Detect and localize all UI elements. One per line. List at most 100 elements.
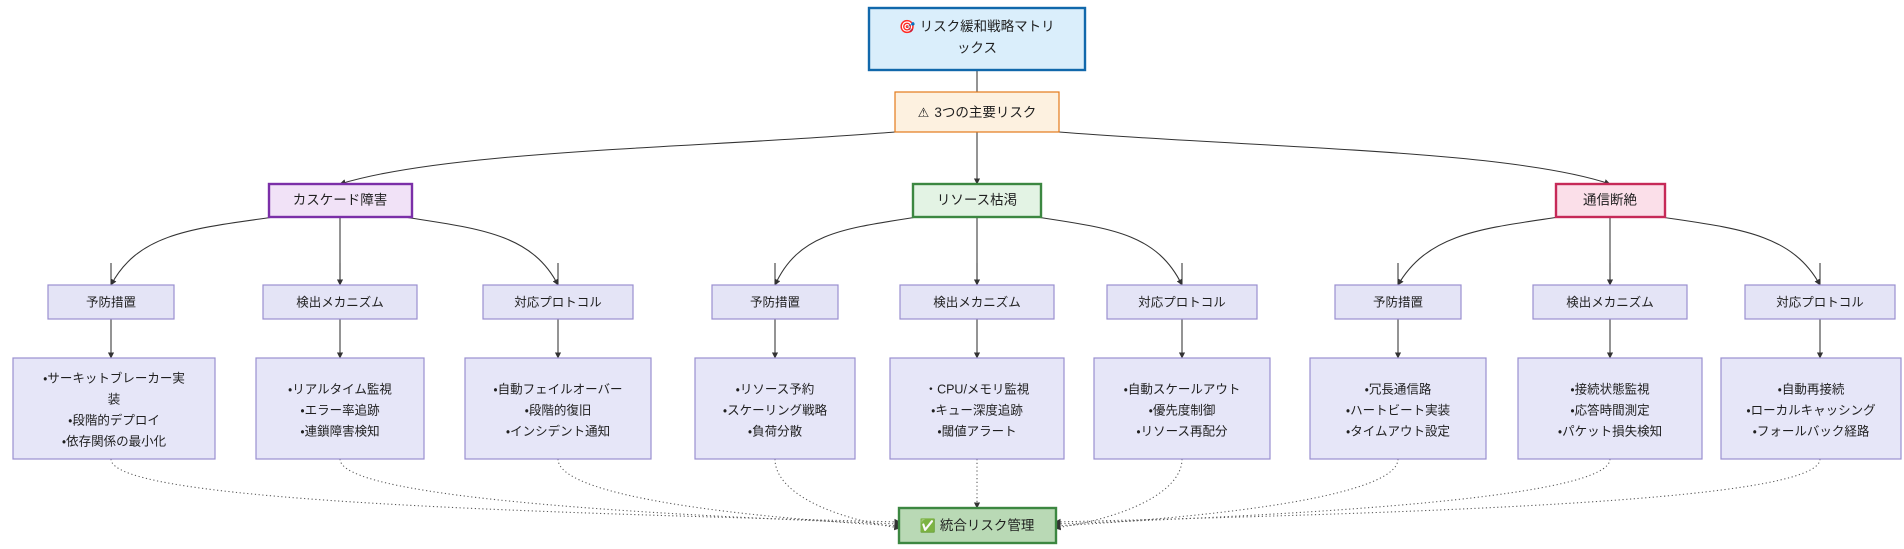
node-resource-detection-box[interactable] xyxy=(899,284,1055,320)
node-comm-response-box[interactable] xyxy=(1744,284,1896,320)
leaf-line: ・CPU/メモリ監視 xyxy=(925,381,1030,396)
node-cascade-response[interactable]: 対応プロトコル xyxy=(482,284,634,320)
node-resource-prevention-box[interactable] xyxy=(711,284,839,320)
node-risk-resource-label: リソース枯渇 xyxy=(937,193,1017,208)
leaf-line: ・ローカルキャッシング xyxy=(1746,403,1875,417)
leaf-line: ・依存関係の最小化 xyxy=(62,434,167,448)
node-cascade-prevention-items-box[interactable] xyxy=(12,357,216,460)
leaf-line: ・リソース予約 xyxy=(736,381,815,396)
node-resource-response-items[interactable]: ・自動スケールアウト ・優先度制御 ・リソース再配分 xyxy=(1093,357,1271,460)
node-comm-detection[interactable]: 検出メカニズム xyxy=(1532,284,1688,320)
edge-cascade-response-to-final xyxy=(557,458,901,529)
node-comm-prevention[interactable]: 予防措置 xyxy=(1334,284,1462,320)
node-risk-communication[interactable]: 通信断絶 xyxy=(1554,182,1667,219)
leaf-line: ・自動再接続 xyxy=(1778,381,1845,396)
edge-comm-prevention-to-final xyxy=(1054,458,1399,529)
edge-hub-to-communication xyxy=(1058,131,1611,186)
edge-communication-to-prevention xyxy=(1397,214,1573,286)
node-risk-communication-box[interactable] xyxy=(1554,182,1667,219)
node-comm-response-items[interactable]: ・自動再接続 ・ローカルキャッシング ・フォールバック経路 xyxy=(1720,357,1902,460)
node-comm-detection-items-box[interactable] xyxy=(1517,357,1703,460)
node-cascade-response-items[interactable]: ・自動フェイルオーバー ・段階的復旧 ・インシデント通知 xyxy=(464,357,652,460)
node-final[interactable]: ✅統合リスク管理 xyxy=(897,506,1058,545)
node-cascade-detection-items[interactable]: ・リアルタイム監視 ・エラー率追跡 ・連鎖障害検知 xyxy=(255,357,425,460)
node-resource-response[interactable]: 対応プロトコル xyxy=(1106,284,1258,320)
edge-communication-to-response xyxy=(1647,214,1821,286)
warning-icon: ⚠ xyxy=(918,106,930,121)
edge-resource-to-response xyxy=(1023,214,1183,286)
node-root-line-0: 🎯リスク緩和戦略マトリ xyxy=(899,19,1054,35)
node-comm-response[interactable]: 対応プロトコル xyxy=(1744,284,1896,320)
node-cascade-detection-box[interactable] xyxy=(262,284,418,320)
node-risks-hub[interactable]: ⚠3つの主要リスク xyxy=(894,91,1060,133)
edge-comm-response-to-final xyxy=(1054,458,1821,526)
leaf-line: 装 xyxy=(108,392,121,406)
node-risk-communication-label: 通信断絶 xyxy=(1583,192,1637,208)
node-cascade-detection-items-box[interactable] xyxy=(255,357,425,460)
node-comm-prevention-label: 予防措置 xyxy=(1373,294,1423,309)
node-resource-prevention[interactable]: 予防措置 xyxy=(711,284,839,320)
leaf-line: ・段階的復旧 xyxy=(525,402,592,417)
node-risk-resource-box[interactable] xyxy=(911,182,1043,219)
node-cascade-prevention-label: 予防措置 xyxy=(86,294,136,309)
leaf-line: ・サーキットブレーカー実 xyxy=(43,370,185,385)
node-final-label: ✅統合リスク管理 xyxy=(920,518,1035,534)
node-resource-response-label: 対応プロトコル xyxy=(1138,295,1226,309)
node-comm-prevention-box[interactable] xyxy=(1334,284,1462,320)
node-root-box[interactable] xyxy=(867,6,1087,72)
edge-resource-prevention-to-final xyxy=(774,458,901,531)
node-risk-resource[interactable]: リソース枯渇 xyxy=(911,182,1043,219)
node-comm-prevention-items[interactable]: ・冗長通信路 ・ハートビート実装 ・タイムアウト設定 xyxy=(1309,357,1487,460)
node-comm-response-label: 対応プロトコル xyxy=(1776,295,1864,309)
node-resource-detection-label: 検出メカニズム xyxy=(933,294,1021,309)
node-resource-detection[interactable]: 検出メカニズム xyxy=(899,284,1055,320)
node-cascade-response-box[interactable] xyxy=(482,284,634,320)
leaf-line: ・接続状態監視 xyxy=(1570,381,1650,396)
node-cascade-detection[interactable]: 検出メカニズム xyxy=(262,284,418,320)
node-resource-prevention-items-box[interactable] xyxy=(694,357,856,460)
leaf-line: ・自動スケールアウト xyxy=(1124,382,1241,396)
edge-cascade-prevention-to-final xyxy=(110,458,901,526)
node-comm-detection-box[interactable] xyxy=(1532,284,1688,320)
node-root[interactable]: 🎯リスク緩和戦略マトリ ックス xyxy=(867,6,1087,72)
node-risk-cascade[interactable]: カスケード障害 xyxy=(267,182,414,219)
leaf-line: ・エラー率追跡 xyxy=(300,402,380,417)
node-resource-response-items-box[interactable] xyxy=(1093,357,1271,460)
node-comm-detection-items[interactable]: ・接続状態監視 ・応答時間測定 ・パケット損失検知 xyxy=(1517,357,1703,460)
leaf-line: ・フォールバック経路 xyxy=(1753,423,1870,438)
node-comm-prevention-items-box[interactable] xyxy=(1309,357,1487,460)
node-resource-detection-items-box[interactable] xyxy=(889,357,1065,460)
node-cascade-prevention-items[interactable]: ・サーキットブレーカー実 装 ・段階的デプロイ ・依存関係の最小化 xyxy=(12,357,216,460)
node-resource-detection-items[interactable]: ・CPU/メモリ監視 ・キュー深度追跡 ・閾値アラート xyxy=(889,357,1065,460)
leaf-line: ・応答時間測定 xyxy=(1570,402,1649,417)
edge-comm-detection-to-final xyxy=(1054,458,1611,527)
node-comm-response-items-box[interactable] xyxy=(1720,357,1902,460)
leaf-line: ・ハートビート実装 xyxy=(1346,402,1451,417)
node-resource-prevention-items[interactable]: ・リソース予約 ・スケーリング戦略 ・負荷分散 xyxy=(694,357,856,460)
leaf-line: ・タイムアウト設定 xyxy=(1346,424,1450,438)
node-risks-hub-label: ⚠3つの主要リスク xyxy=(918,105,1037,121)
target-icon: 🎯 xyxy=(899,19,915,35)
node-root-line-1: ックス xyxy=(957,41,997,56)
leaf-line: ・連鎖障害検知 xyxy=(300,423,379,438)
edge-hub-to-cascade xyxy=(339,131,896,186)
leaf-line: ・負荷分散 xyxy=(748,423,803,438)
node-risk-cascade-label: カスケード障害 xyxy=(293,193,388,208)
node-comm-detection-label: 検出メカニズム xyxy=(1566,294,1654,309)
node-risks-hub-box[interactable] xyxy=(894,91,1060,133)
node-cascade-prevention-box[interactable] xyxy=(47,284,175,320)
leaf-line: ・キュー深度追跡 xyxy=(931,402,1023,417)
node-resource-response-box[interactable] xyxy=(1106,284,1258,320)
node-final-box[interactable] xyxy=(897,506,1058,545)
leaf-line: ・パケット損失検知 xyxy=(1558,423,1662,438)
node-cascade-response-label: 対応プロトコル xyxy=(514,295,602,309)
leaf-line: ・冗長通信路 xyxy=(1365,381,1432,396)
edge-resource-response-to-final xyxy=(1054,458,1183,531)
edge-cascade-to-prevention xyxy=(110,214,289,286)
edge-resource-to-prevention xyxy=(774,214,931,286)
check-icon: ✅ xyxy=(920,518,936,534)
node-cascade-prevention[interactable]: 予防措置 xyxy=(47,284,175,320)
node-cascade-response-items-box[interactable] xyxy=(464,357,652,460)
node-risk-cascade-box[interactable] xyxy=(267,182,414,219)
